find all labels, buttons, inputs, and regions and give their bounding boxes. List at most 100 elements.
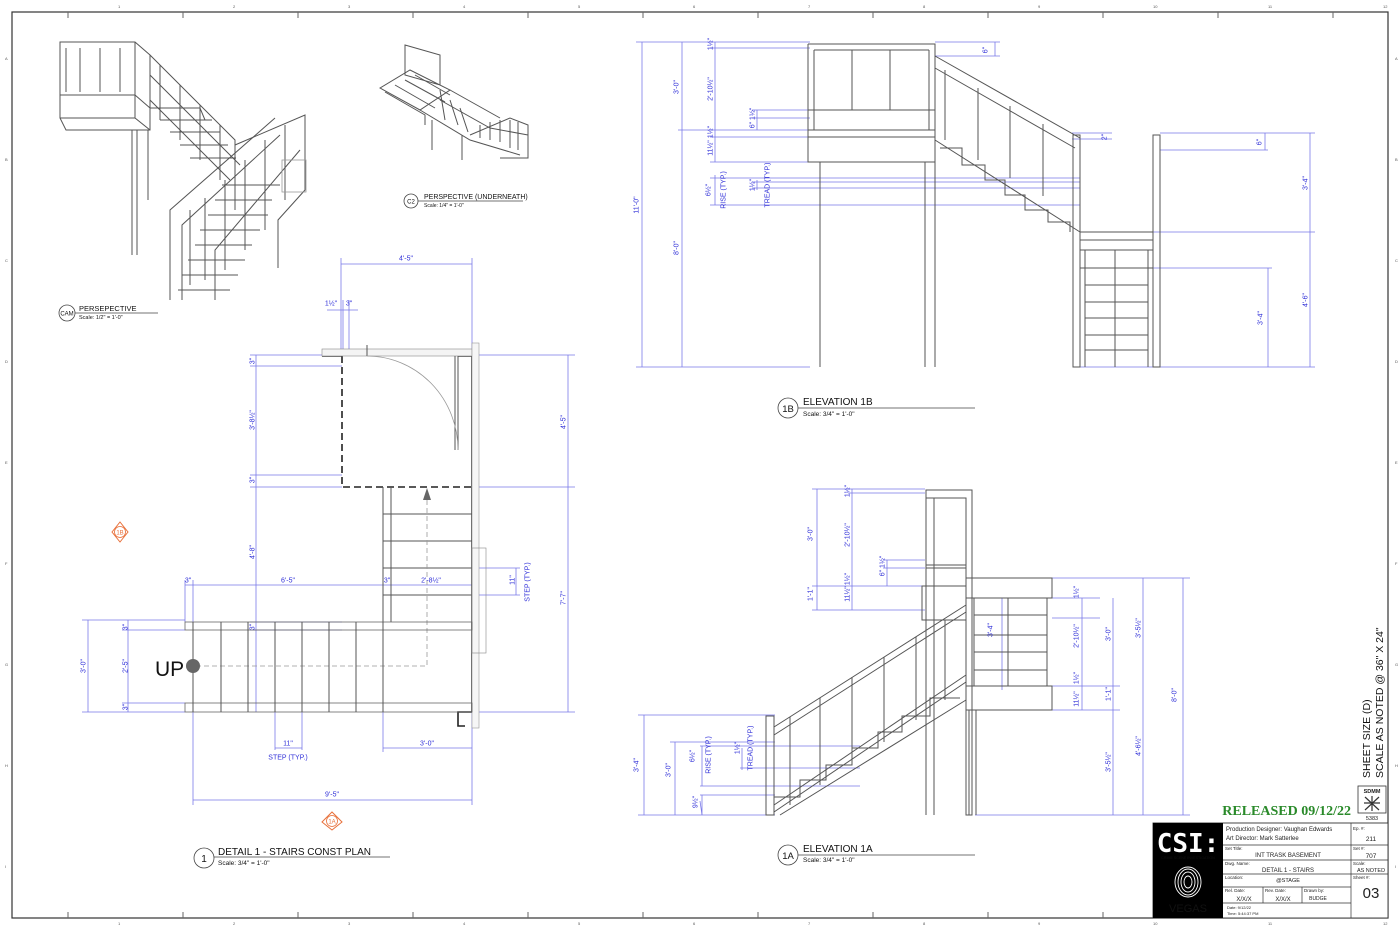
dimension-label: 3" (250, 357, 257, 364)
set-title-label: Set Title: (1225, 846, 1243, 851)
dimension-label: 3'-4" (1303, 176, 1310, 190)
dimension-label: 7'-7" (561, 591, 568, 605)
section-callout-1a[interactable]: 1A (321, 811, 343, 831)
dimension-label: 1½" (749, 178, 757, 191)
grid-column-label: 4 (463, 4, 466, 9)
logo-sub: CRIME SCENE INVESTIGATION (1161, 856, 1215, 860)
grid-row-label: A (1395, 56, 1398, 61)
grid-column-label: 4 (463, 921, 466, 926)
dimension-label: 9'-5" (325, 792, 339, 799)
sheet-border (11, 11, 1389, 919)
section-callout-1b[interactable]: 1B (111, 521, 129, 543)
grid-row-label: F (1395, 561, 1398, 566)
view-title: DETAIL 1 - STAIRS CONST PLAN (218, 847, 371, 858)
grid-row-label: B (1395, 157, 1398, 162)
view-label-c2: C2 PERSPECTIVE (UNDERNEATH) Scale: 1/4" … (403, 193, 528, 209)
view-scale: Scale: 1/2" = 1'-0" (79, 315, 123, 321)
dimension-label: 3'-5½" (1135, 618, 1143, 638)
view-label-1a: 1A ELEVATION 1A Scale: 3/4" = 1'-0" (777, 844, 975, 866)
dimension-label: 1½" (844, 572, 852, 585)
grid-row-label: C (1395, 258, 1398, 263)
stair-plan-drawing (82, 258, 575, 805)
view-scale: Scale: 3/4" = 1'-0" (803, 857, 855, 864)
scale-note: SCALE AS NOTED @ 36" X 24" (1374, 627, 1386, 778)
dimension-label: 3" (250, 476, 257, 483)
dimension-label: 2" (1102, 133, 1109, 140)
perspective-cam-drawing (59, 41, 307, 300)
grid-column-label: 6 (693, 4, 696, 9)
dimension-label: STEP (TYP.) (525, 562, 532, 601)
dimension-label: 3" (250, 623, 257, 630)
dimension-label: RISE (TYP.) (706, 736, 713, 774)
set-number: 707 (1366, 853, 1377, 860)
dimension-label: 4'-6½" (1135, 736, 1143, 756)
dimension-label: 8'-0" (1172, 688, 1179, 702)
drawn-by: BUDGE (1309, 896, 1327, 902)
rev-date: X/X/X (1275, 897, 1290, 903)
grid-column-label: 11 (1268, 4, 1273, 9)
dimension-label: 3'-4" (988, 623, 995, 637)
grid-row-label: A (5, 56, 8, 61)
title-block: CSI: CRIME SCENE INVESTIGATION VEGAS Pro… (1152, 822, 1389, 919)
set-title: INT TRASK BASEMENT (1255, 853, 1321, 859)
grid-row-label: I (1395, 864, 1396, 869)
dimension-label: 3" (346, 301, 353, 308)
dimension-label: 3'-5½" (1105, 752, 1113, 772)
location-label: Location: (1225, 875, 1243, 880)
sheet-label: Sheet #: (1353, 875, 1370, 880)
dimension-label: 3'-0" (674, 80, 681, 94)
dimension-label: 4'-5" (561, 415, 568, 429)
dimension-label: 1'-1" (1106, 687, 1113, 701)
grid-row-label: G (5, 662, 8, 667)
logo-city: VEGAS (1169, 903, 1207, 915)
dimension-label: 11" (510, 575, 517, 585)
plot-time: Time: 5:44:37 PM (1227, 911, 1258, 916)
view-tag: 1B (782, 404, 794, 415)
dimension-label: 3'-0" (666, 763, 673, 777)
art-director: Art Director: Mark Satterlee (1226, 836, 1299, 842)
dimension-label: 6" (1257, 138, 1264, 145)
grid-row-label: I (5, 864, 6, 869)
dimension-label: 3'-4" (1258, 311, 1265, 325)
grid-column-label: 3 (348, 921, 351, 926)
view-title: ELEVATION 1B (803, 397, 873, 408)
dimension-label: 11'-0" (634, 196, 641, 214)
dimension-label: TREAD (TYP.) (748, 726, 755, 771)
fingerprint-icon (1174, 866, 1202, 898)
view-tag: 1A (782, 851, 794, 862)
released-stamp: RELEASED 09/12/22 (1222, 804, 1351, 819)
sheet-number: 03 (1363, 885, 1380, 902)
logo-main: CSI: (1157, 829, 1220, 859)
grid-column-label: 7 (808, 4, 811, 9)
ep-label: Ep. #: (1353, 826, 1365, 831)
grid-row-label: H (5, 763, 8, 768)
dimension-label: 2'-10½" (844, 523, 852, 547)
grid-column-label: 5 (578, 921, 581, 926)
up-label: UP (155, 658, 184, 681)
dimension-label: 11½" (707, 140, 715, 156)
elevation-1b-drawing (636, 41, 1315, 368)
rel-date-label: Rel. Date: (1225, 888, 1245, 893)
grid-column-label: 5 (578, 4, 581, 9)
grid-row-label: C (5, 258, 8, 263)
dimension-label: 1½" (707, 37, 715, 50)
grid-column-label: 6 (693, 921, 696, 926)
dimension-label: 3" (123, 623, 130, 630)
view-tag: C2 (407, 200, 415, 206)
dimension-label: 3'-0" (1106, 627, 1113, 641)
dimension-label: 4'-8" (250, 545, 257, 559)
grid-row-label: H (1395, 763, 1398, 768)
grid-column-label: 12 (1383, 4, 1388, 9)
dimension-label: 3" (384, 578, 391, 585)
grid-column-label: 1 (118, 921, 121, 926)
dimension-label: 2'-10½" (1073, 624, 1081, 648)
dimension-label: 3'-0" (420, 741, 434, 748)
location: @STAGE (1276, 878, 1300, 884)
plot-date: Date: 9/12/22 (1227, 905, 1252, 910)
grid-column-label: 8 (923, 921, 926, 926)
view-scale: Scale: 3/4" = 1'-0" (803, 411, 855, 418)
dimension-label: 1½" (325, 300, 338, 308)
grid-row-label: E (5, 460, 8, 465)
up-arrow-dot-icon (186, 659, 200, 673)
grid-column-label: 9 (1038, 4, 1041, 9)
